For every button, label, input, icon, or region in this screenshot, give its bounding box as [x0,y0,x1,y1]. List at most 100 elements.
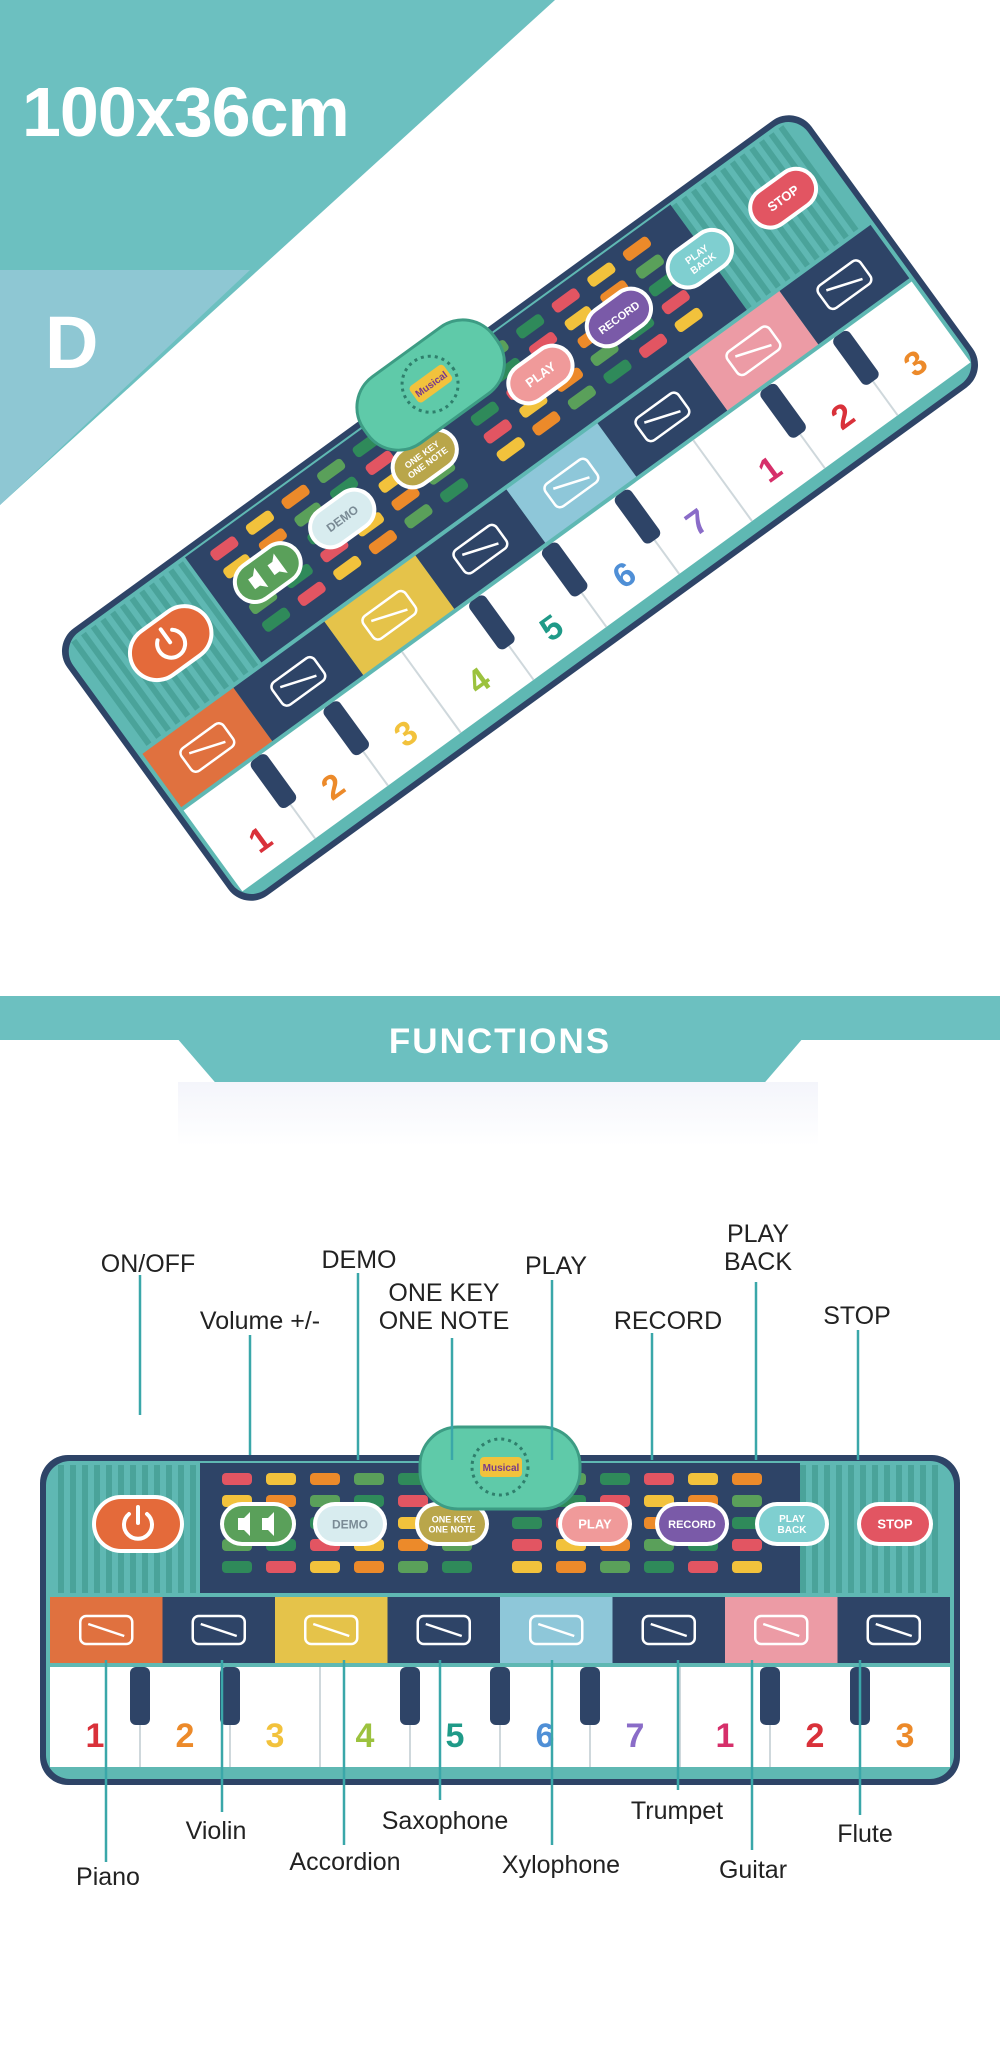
dash-right [496,437,525,462]
instrument-tile-guitar [688,291,819,411]
power-button [127,604,214,683]
callout-lines [104,1273,862,1862]
power-icon [122,1512,154,1541]
speaker-logo: Musical [483,1463,520,1474]
black-key [220,1667,240,1725]
demo-button-body [317,1506,383,1542]
dash-left [222,1561,252,1573]
instrument-tile-trumpet [415,489,546,609]
dash-right [603,359,632,384]
one-key-button-body [394,431,455,486]
speaker-plus-icon [267,553,288,576]
demo-button-body [312,491,373,546]
accordion-icon-detail [370,608,408,623]
dash-right [483,419,512,444]
piano-icon [79,1614,134,1646]
stripe-left [81,631,162,739]
instrument-tile-trumpet [387,1597,500,1663]
clarinet-icon [641,1614,696,1646]
dash-left [398,1495,428,1507]
callout-guitar: Guitar [718,1856,788,1884]
speaker-grille [400,354,460,414]
record-button-body [588,290,650,345]
demo-button: DEMO [308,487,377,550]
one-key-button-label: ONE NOTE [428,1524,475,1534]
callout-trumpet: Trumpet [630,1797,724,1825]
key-number: 3 [896,1717,915,1755]
callout-one-key-line1: ONE KEY [388,1279,500,1307]
stripe-left [90,624,171,732]
callout-saxophone: Saxophone [381,1807,509,1835]
stripe-right [710,174,791,282]
dash-left [266,1473,296,1485]
black-key [323,701,369,756]
callout-one-key: ONE KEY ONE NOTE [379,1279,510,1335]
black-key [400,1667,420,1725]
volume-button-body [236,545,299,600]
power-icon [155,627,188,660]
dash-right [470,401,499,426]
dash-right [635,254,664,279]
dash-left [404,504,433,529]
instrument-tile-flute [837,1597,950,1663]
xylophone-icon [543,457,600,509]
stripe-left [190,1465,196,1593]
dash-left [281,484,310,509]
dash-left [266,1561,296,1573]
key-number: 6 [536,1717,555,1755]
corner-banner-light [0,270,250,505]
guitar-icon [725,325,782,377]
dash-right [556,1561,586,1573]
key-divider [692,439,753,522]
speaker-box: Musical [418,1425,582,1511]
record-button: RECORD [655,1502,729,1546]
black-key [130,1667,150,1725]
black-key [760,383,806,438]
dash-left [317,458,346,484]
dash-right [529,332,558,357]
dash-right [512,1517,542,1529]
xylophone-icon [529,1614,584,1646]
xylophone-icon-detail [552,476,590,490]
dash-right [600,1473,630,1485]
dash-left [354,1561,384,1573]
speaker-grille [470,1437,530,1497]
stripe-right [778,125,859,233]
dash-left [222,1473,252,1485]
guitar-icon-detail [762,1622,800,1638]
callout-playback: PLAY BACK [724,1220,792,1276]
stop-button: STOP [857,1502,933,1546]
dash-left [329,476,359,501]
dash-left [258,528,287,553]
functions-title: FUNCTIONS [388,1022,612,1061]
piano-icon-detail [87,1622,125,1638]
dash-right [564,306,593,331]
dash-left [333,555,362,581]
trumpet-icon-detail [461,542,499,557]
power-icon-bar [158,627,173,645]
instrument-tile-clarinet [612,1597,725,1663]
accordion-icon-detail [312,1622,350,1638]
callout-playback-line1: PLAY [726,1220,790,1248]
piano-icon [179,722,236,774]
key-number: 2 [176,1717,195,1755]
black-key [833,330,879,385]
clarinet-icon-detail [643,409,681,424]
dash-right [567,385,596,410]
dash-left [310,1561,340,1573]
play-button-label: PLAY [578,1517,612,1532]
speaker-box: Musical [355,318,506,452]
instrument-tile-xylophone [500,1597,613,1663]
key-divider [401,651,462,734]
dash-right [732,1561,762,1573]
dash-left [210,536,239,561]
dash-left [294,502,323,527]
corner-banner-dark [0,0,555,505]
flute-icon-detail [825,277,863,292]
play-button: PLAY [558,1502,632,1546]
flute-icon [816,259,873,311]
